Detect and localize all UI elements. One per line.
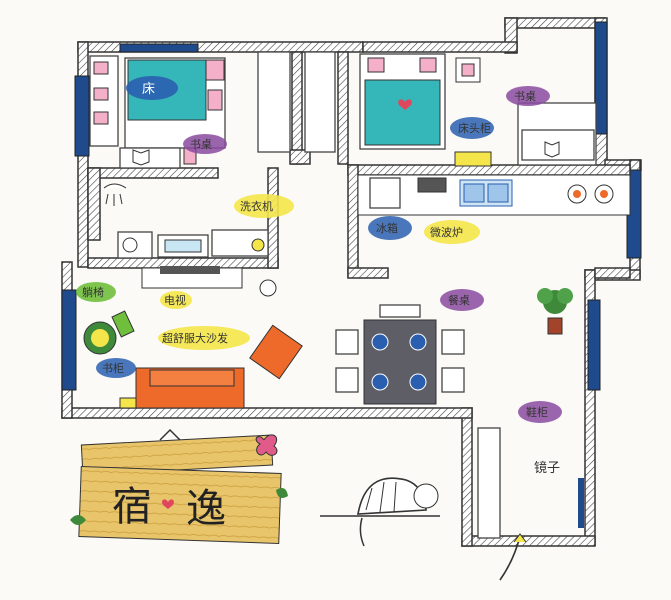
left-bedroom — [89, 55, 226, 169]
interior-walls — [87, 51, 631, 279]
stove-icon — [567, 184, 614, 204]
mirror — [578, 478, 584, 528]
leaf-icon — [276, 488, 288, 498]
hall-cabinet — [257, 51, 291, 153]
plant-icon — [537, 288, 573, 335]
shoe-rack — [477, 427, 501, 539]
label-sofa: 超舒服大沙发 — [162, 331, 228, 345]
labels: 床 书桌 床头柜 书桌 洗衣机 电视 冰箱 微波炉 餐桌 超舒服大沙发 躺椅 书… — [76, 76, 562, 532]
heart-icon — [398, 99, 412, 110]
sign-char-1: 宿 — [112, 484, 152, 530]
label-bedside: 床头柜 — [458, 121, 491, 135]
label-tv: 电视 — [164, 293, 186, 307]
right-bedroom — [359, 53, 597, 167]
label-shoe-rack: 鞋柜 — [526, 405, 548, 419]
sign-board — [70, 428, 288, 544]
living-room — [83, 266, 303, 409]
dining-table — [363, 319, 437, 405]
cat-icon — [320, 477, 440, 547]
label-mirror: 镜子 — [534, 461, 560, 476]
label-fridge: 冰箱 — [376, 221, 398, 235]
phone-icon — [111, 310, 135, 338]
kitchen — [357, 174, 631, 216]
leaf-icon — [70, 515, 86, 525]
sign-char-2: 逸 — [186, 486, 226, 532]
heart-icon — [162, 499, 174, 509]
label-desk-right: 书桌 — [514, 90, 536, 103]
windows — [61, 21, 642, 391]
recliner — [249, 324, 303, 380]
hall-closet — [304, 51, 336, 153]
shower-icon — [103, 183, 127, 189]
label-desk-left: 书桌 — [190, 138, 212, 151]
label-recliner: 躺椅 — [82, 285, 104, 299]
label-dining-table: 餐桌 — [448, 293, 470, 307]
bathroom — [103, 183, 269, 259]
dining-area — [335, 304, 465, 405]
label-cabinet: 书柜 — [102, 362, 124, 375]
label-microwave: 微波炉 — [430, 225, 463, 239]
label-washing-machine: 洗衣机 — [240, 199, 273, 213]
label-bed-left: 床 — [142, 82, 155, 97]
right-bed — [364, 79, 441, 146]
